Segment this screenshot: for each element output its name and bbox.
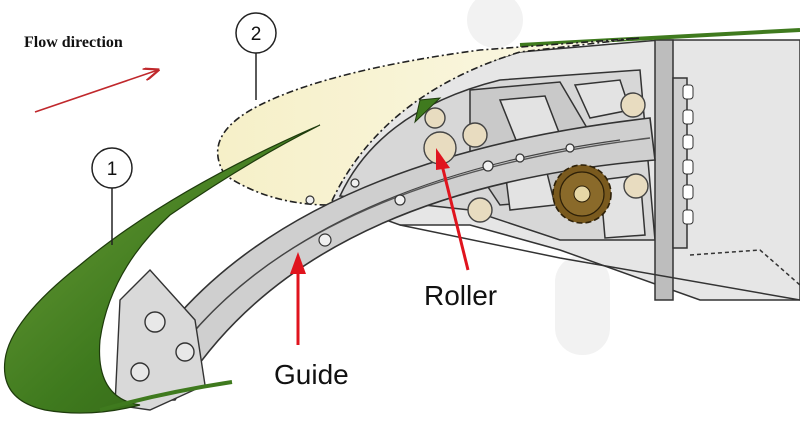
extended-slat-outline	[216, 37, 641, 206]
roller-pointer	[436, 148, 470, 271]
retracted-slat	[3, 124, 321, 414]
rollers	[423, 92, 649, 223]
gear-icon	[552, 164, 612, 224]
guide-label: Guide	[274, 359, 349, 390]
background-watermark	[467, 0, 610, 355]
flow-direction-arrow	[34, 70, 158, 113]
flow-direction-label: Flow direction	[24, 34, 123, 51]
roller-label: Roller	[424, 280, 497, 311]
guide-pointer	[290, 252, 306, 345]
slat-bracket	[114, 268, 206, 411]
callout-1-number: 1	[107, 159, 118, 180]
slat-tip-green	[414, 97, 442, 124]
callout-2-number: 2	[251, 24, 262, 45]
slat-trailing-edge	[99, 380, 233, 412]
callout-1: 1	[91, 147, 133, 245]
callout-2: 2	[235, 12, 277, 100]
